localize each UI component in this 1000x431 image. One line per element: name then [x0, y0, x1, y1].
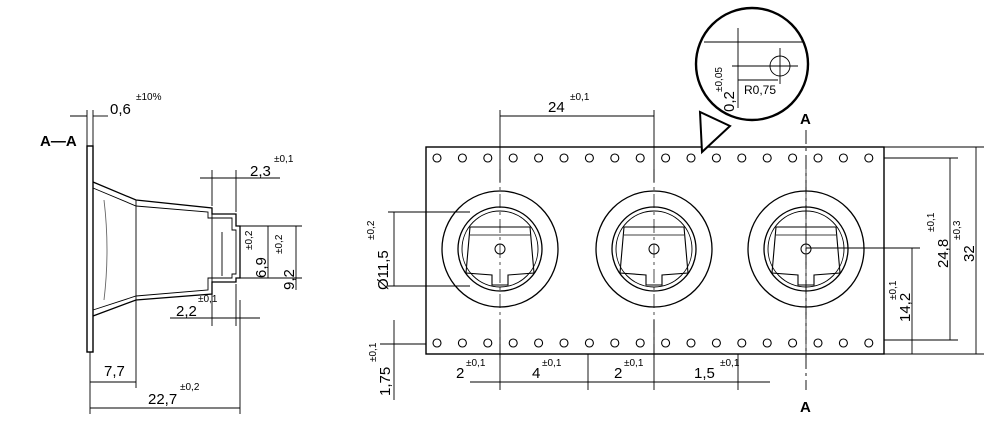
top-view: A A 24 ±0,1 Ø11,5 ±0,2 1,75 ±0,1 2 ±0,1 … [366, 92, 984, 416]
body-outer [92, 181, 241, 317]
tol-hole-spacing: ±0,1 [466, 358, 486, 369]
sprocket-hole [864, 338, 874, 348]
detail-offset-tol: ±0,05 [714, 67, 725, 92]
detail-radius: R0,75 [744, 83, 776, 97]
body-inner [92, 187, 237, 311]
sprocket-hole [584, 153, 594, 163]
tol-hole-pitch: ±0,1 [542, 358, 562, 369]
sprocket-hole [610, 153, 620, 163]
dim-hole-offset: 1,5 [694, 365, 715, 382]
tol-lower-step: ±0,1 [198, 294, 218, 305]
sprocket-hole [584, 338, 594, 348]
dim-inner-height: 6,9 [253, 257, 270, 278]
sprocket-hole [686, 153, 696, 163]
sprocket-hole [635, 153, 645, 163]
sprocket-holes-bottom [432, 338, 874, 348]
tol-total-depth: ±0,2 [180, 382, 200, 393]
detail-view: R0,75 0,2 ±0,05 [694, 6, 810, 155]
tol-diameter: ±0,2 [366, 220, 377, 240]
section-marker-top: A [800, 111, 811, 128]
detail-circle [694, 6, 810, 122]
dim-hole-spacing-2: 2 [614, 365, 622, 382]
pocket-cavity [619, 226, 689, 286]
dim-diameter: Ø11,5 [375, 250, 392, 290]
pocket-cavity [771, 226, 841, 286]
sprocket-holes-top [432, 153, 874, 163]
sprocket-hole [610, 338, 620, 348]
dim-edge-offset: 1,75 [377, 367, 394, 396]
dim-center-height: 14,2 [897, 293, 914, 322]
dim-pitch: 24 [548, 99, 565, 116]
dim-wall-thickness: 0,6 [110, 101, 131, 118]
tol-hole-offset: ±0,1 [720, 358, 740, 369]
sprocket-hole [559, 153, 569, 163]
tol-outer-height: ±0,2 [274, 234, 285, 254]
tol-hole-row-distance: ±0,1 [926, 212, 937, 232]
detail-offset: 0,2 [721, 91, 738, 112]
sprocket-hole [432, 153, 442, 163]
sprocket-hole [813, 153, 823, 163]
sprocket-hole [534, 153, 544, 163]
sprocket-hole [838, 153, 848, 163]
sprocket-hole [686, 338, 696, 348]
sprocket-hole [483, 338, 493, 348]
sprocket-hole [711, 153, 721, 163]
section-view: A—A 0,6 ±10% 2,3 ±0,1 6,9 ±0,2 9,2 ±0,2 [40, 92, 302, 414]
sprocket-hole [737, 338, 747, 348]
pocket-cavity [465, 226, 535, 286]
tol-edge-offset: ±0,1 [368, 342, 379, 362]
tol-tape-width: ±0,3 [952, 220, 963, 240]
sprocket-hole [661, 153, 671, 163]
sprocket-hole [661, 338, 671, 348]
tol-inner-height: ±0,2 [244, 230, 255, 250]
tol-wall-thickness: ±10% [136, 92, 162, 103]
section-label: A—A [40, 133, 77, 150]
sprocket-hole [762, 338, 772, 348]
tol-pitch: ±0,1 [570, 92, 590, 103]
sprocket-hole [711, 338, 721, 348]
cone-curve [103, 199, 108, 301]
dim-flange-depth: 7,7 [104, 363, 125, 380]
detail-callout [698, 110, 732, 155]
dim-lower-step: 2,2 [176, 303, 197, 320]
pocket [441, 169, 559, 359]
dim-hole-spacing: 2 [456, 365, 464, 382]
sprocket-hole [508, 153, 518, 163]
dim-hole-row-distance: 24,8 [935, 239, 952, 268]
dim-outer-height: 9,2 [281, 269, 298, 290]
sprocket-hole [559, 338, 569, 348]
tol-step-width: ±0,1 [274, 154, 294, 165]
sprocket-hole [788, 153, 798, 163]
dim-hole-pitch: 4 [532, 365, 540, 382]
sprocket-hole [635, 338, 645, 348]
sprocket-hole [457, 338, 467, 348]
sprocket-hole [762, 153, 772, 163]
sprocket-hole [838, 338, 848, 348]
sprocket-hole [432, 338, 442, 348]
section-marker-bottom: A [800, 399, 811, 416]
sprocket-hole [457, 153, 467, 163]
sprocket-hole [508, 338, 518, 348]
tol-hole-spacing-2: ±0,1 [624, 358, 644, 369]
sprocket-hole [737, 153, 747, 163]
dim-total-depth: 22,7 [148, 391, 177, 408]
tol-center-height: ±0,1 [888, 280, 899, 300]
dim-tape-width: 32 [961, 245, 978, 262]
pocket [595, 169, 713, 359]
dim-step-width: 2,3 [250, 163, 271, 180]
sprocket-hole [534, 338, 544, 348]
sprocket-hole [788, 338, 798, 348]
pockets [441, 169, 865, 359]
flange [86, 145, 94, 353]
sprocket-hole [864, 153, 874, 163]
sprocket-hole [813, 338, 823, 348]
sprocket-hole [483, 153, 493, 163]
